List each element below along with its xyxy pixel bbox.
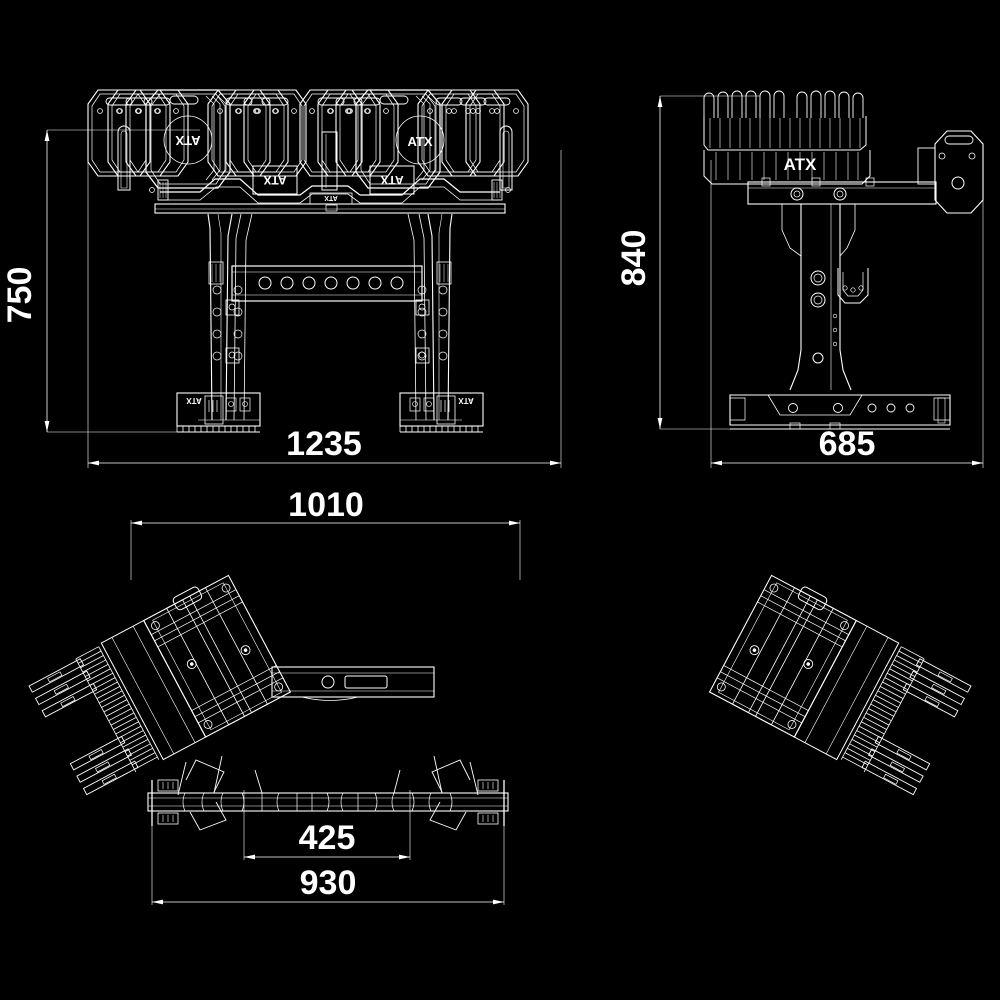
brand-logo-side-main: ATX [784,155,817,174]
top-barbell-collar-right [477,779,499,825]
front-clamp-left [149,179,169,201]
dimension-1010-label: 1010 [288,486,364,524]
front-right-plate-stack: ATX [299,89,529,191]
front-left-plate-stack: ATX [87,89,307,191]
side-support-platform [747,177,937,205]
front-left-foot: ATX [176,392,261,433]
dimension-685: 685 [710,160,984,468]
dimension-425: 425 [243,790,411,860]
front-clamp-right [491,179,511,201]
dimension-750-label: 750 [1,267,39,324]
dimension-930-label: 930 [300,864,357,902]
front-center-post [321,131,338,191]
front-right-foot: ATX [399,392,484,433]
dimension-1235-label: 1235 [286,425,362,463]
front-logo-blocks: ATX ATX [252,165,415,195]
dimension-840: 840 [615,95,760,430]
front-view-group: ATX ATX [1,89,562,468]
dimension-1235: 1235 [87,150,562,468]
top-left-dumbbell-assembly [28,574,292,796]
brand-logo-front-left: ATX [263,173,286,187]
top-center-connector [271,666,435,701]
top-view-group: 1010 425 930 [28,486,972,905]
brand-logo-plate-left: ATX [175,133,200,148]
dimension-685-label: 685 [819,425,876,463]
front-left-upright [207,213,253,421]
side-view-group: ATX [615,90,984,468]
front-right-upright [407,213,453,421]
brand-logo-foot-left: ATX [186,396,202,405]
top-barbell-collar-left [157,779,179,825]
top-right-dumbbell-assembly [708,574,972,796]
side-octagon-plate [917,130,984,214]
brand-logo-center: ATX [324,194,338,201]
front-cradle-arms: ATX [154,178,506,214]
brand-logo-foot-right: ATX [458,396,474,405]
dimension-1010: 1010 [130,486,521,580]
dimension-840-label: 840 [615,230,653,287]
brand-logo-front-right: ATX [380,173,403,187]
brand-logo-plate-right: ATX [407,134,432,149]
top-connector-legs [177,755,479,796]
dimension-425-label: 425 [299,819,356,857]
front-crossbar [225,265,430,316]
side-base-plate [729,394,951,430]
dimension-750: 750 [1,129,200,433]
side-plate-stack: ATX [703,90,871,185]
dimension-930: 930 [151,800,505,905]
side-center-column [781,204,869,391]
